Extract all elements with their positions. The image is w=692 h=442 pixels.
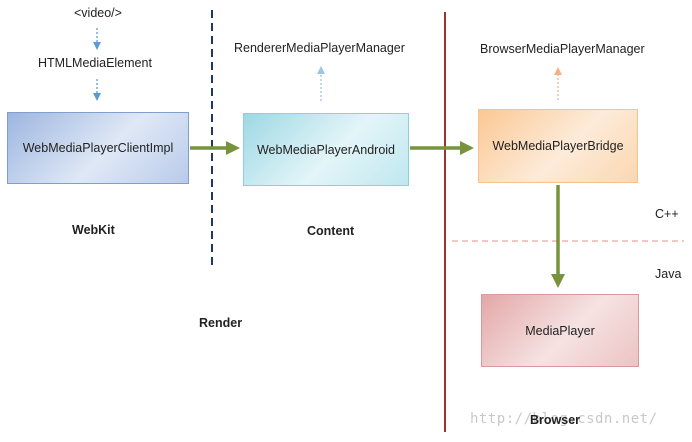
browser-section-label: Browser [530,413,581,427]
mediaplayer-label: MediaPlayer [525,323,595,338]
cpp-layer-label: C++ [655,207,679,221]
webkit-section-label: WebKit [72,223,115,237]
webmediaplayerbridge-box: WebMediaPlayerBridge [478,109,638,183]
renderer-media-player-manager-label: RendererMediaPlayerManager [234,41,405,55]
watermark-text: http://blog.csdn.net/ [470,411,658,427]
webmediaplayerclientimpl-label: WebMediaPlayerClientImpl [22,141,174,155]
browser-media-player-manager-label: BrowserMediaPlayerManager [480,42,645,56]
webmediaplayerandroid-label: WebMediaPlayerAndroid [256,142,396,157]
render-section-label: Render [199,316,243,330]
webmediaplayerandroid-box: WebMediaPlayerAndroid [243,113,409,186]
webmediaplayerbridge-label: WebMediaPlayerBridge [492,139,624,153]
webmediaplayerclientimpl-box: WebMediaPlayerClientImpl [7,112,189,184]
java-layer-label: Java [655,267,682,281]
htmlmediaelement-label: HTMLMediaElement [38,56,152,70]
content-section-label: Content [307,224,355,238]
mediaplayer-box: MediaPlayer [481,294,639,367]
video-tag-label: <video/> [74,6,122,20]
